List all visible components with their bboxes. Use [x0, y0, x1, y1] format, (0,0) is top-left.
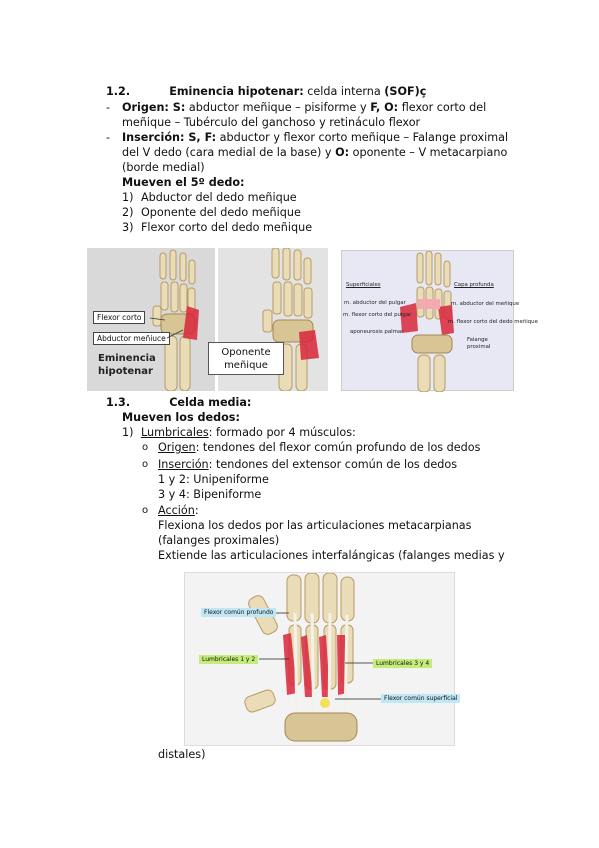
hand-illustration [87, 247, 328, 392]
list-text: Oponente del dedo meñique [141, 206, 301, 219]
origin-label: Origen: S: [122, 101, 186, 114]
lumbricales-illustration [244, 572, 381, 742]
insertion-line3: (borde medial) [122, 161, 205, 174]
label-eminencia: Eminencia hipotenar [98, 352, 156, 378]
section-number: 1.3. [106, 396, 131, 409]
label-left-3: aponeurosis palmar [350, 329, 404, 335]
list-num: 3) [122, 221, 134, 234]
section-1-2-heading: 1.2. Eminencia hipotenar: celda interna … [106, 84, 426, 99]
bipeniforme: 3 y 4: Bipeniforme [158, 488, 262, 501]
accion-line4: distales) [158, 748, 206, 761]
origen-text: : tendones del flexor común profundo de … [195, 441, 481, 454]
label-left-1: m. abductor del pulgar [344, 300, 406, 306]
list-item: 2) Oponente del dedo meñique [122, 205, 301, 220]
section-1-3-heading: 1.3. Celda media: [106, 395, 251, 410]
list-text: Abductor del dedo meñique [141, 191, 297, 204]
list-num: 1) [122, 191, 134, 204]
label-right-1: m. abductor del meñique [451, 301, 520, 307]
bullet-o: o [142, 459, 149, 470]
lumbricales-label: Lumbricales [141, 426, 209, 439]
accion-line1: Flexiona los dedos por las articulacione… [158, 519, 472, 532]
pointer-lines [149, 317, 184, 339]
lumbricales-figure: Flexor común profundo Lumbricales 1 y 2 … [184, 572, 461, 746]
accion-colon: : [194, 504, 199, 517]
label-right-2: m. flexor corto del dedo meñique [448, 319, 538, 325]
sof-label: (SOF)ç [384, 85, 427, 98]
insertion-o: O: [335, 146, 350, 159]
label-flexor-corto: Flexor corto [93, 311, 146, 324]
insertion-line: Inserción: S, F: abductor y flexor corto… [122, 130, 508, 145]
origin-line2: meñique – Tubérculo del ganchoso y retin… [122, 116, 421, 129]
label-left-2: m. flexor corto del pulgar [343, 312, 412, 318]
bullet-o: o [142, 505, 149, 516]
label-flexor-superficial: Flexor común superficial [381, 694, 461, 703]
list-num: 1) [122, 426, 134, 439]
move-title: Mueven el 5º dedo: [122, 176, 245, 189]
insertion-text: abductor y flexor corto meñique – Falang… [216, 131, 509, 144]
list-text: Flexor corto del dedo meñique [141, 221, 313, 234]
label-lumbricales-1-2: Lumbricales 1 y 2 [199, 655, 259, 664]
section-number: 1.2. [106, 85, 131, 98]
label-falange-2: proximal [467, 344, 491, 350]
unipeniforme: 1 y 2: Unipeniforme [158, 473, 269, 486]
list-num: 2) [122, 206, 134, 219]
accion-label: Acción [158, 504, 195, 517]
list-item: 3) Flexor corto del dedo meñique [122, 220, 312, 235]
label-capa-profunda: Capa profunda [454, 282, 494, 288]
insertion-line2: del V dedo (cara medial de la base) y O:… [122, 145, 507, 160]
label-falange: Falange proximal [467, 337, 490, 351]
accion-line2: (falanges proximales) [158, 534, 280, 547]
move-title: Mueven los dedos: [122, 411, 240, 424]
insertion-line2a: del V dedo (cara medial de la base) y [122, 146, 336, 159]
label-lumbricales-3-4: Lumbricales 3 y 4 [373, 659, 433, 668]
bullet-dash: - [106, 101, 111, 114]
section-title-rest: celda interna [303, 85, 385, 98]
origin-f: F, O: [370, 101, 399, 114]
bullet-o: o [142, 442, 149, 453]
insercion-line: Inserción: tendones del extensor común d… [158, 457, 457, 472]
origen-label: Origen [158, 441, 196, 454]
origin-text2: flexor corto del [398, 101, 487, 114]
label-oponente: Oponente meñique [208, 342, 284, 375]
hand-layers-figure: Superficiales Capa profunda m. abductor … [341, 250, 538, 393]
accion-line3: Extiende las articulaciones interfalángi… [158, 549, 505, 562]
lumbricales-line: Lumbricales: formado por 4 músculos: [141, 425, 356, 440]
origin-text: abductor meñique – pisiforme y [185, 101, 371, 114]
origen-line: Origen: tendones del flexor común profun… [158, 440, 480, 455]
label-eminencia-2: hipotenar [98, 366, 153, 377]
insercion-label: Inserción [158, 458, 209, 471]
section-title: Eminencia hipotenar: [169, 85, 304, 98]
label-superficiales: Superficiales [346, 282, 381, 288]
insertion-line2b: oponente – V metacarpiano [349, 146, 508, 159]
label-falange-1: Falange [467, 337, 488, 343]
bullet-dash: - [106, 131, 111, 144]
list-item: 1) Abductor del dedo meñique [122, 190, 297, 205]
hypothenar-figure: Flexor corto Abductor meñiuce Eminencia … [87, 247, 328, 392]
label-oponente-1: Oponente [221, 347, 271, 358]
insertion-label: Inserción: S, F: [122, 131, 217, 144]
label-flexor-profundo: Flexor común profundo [201, 608, 277, 617]
list-item: 1) Lumbricales: formado por 4 músculos: [122, 425, 356, 440]
origin-line: Origen: S: abductor meñique – pisiforme … [122, 100, 486, 115]
lumbricales-rest: : formado por 4 músculos: [208, 426, 356, 439]
label-eminencia-1: Eminencia [98, 353, 156, 364]
label-abductor: Abductor meñiuce [93, 332, 170, 345]
section-title: Celda media: [169, 396, 252, 409]
accion-line: Acción: [158, 503, 199, 518]
label-oponente-2: meñique [224, 360, 268, 371]
insercion-text: : tendones del extensor común de los ded… [208, 458, 458, 471]
layers-illustration [400, 250, 454, 393]
